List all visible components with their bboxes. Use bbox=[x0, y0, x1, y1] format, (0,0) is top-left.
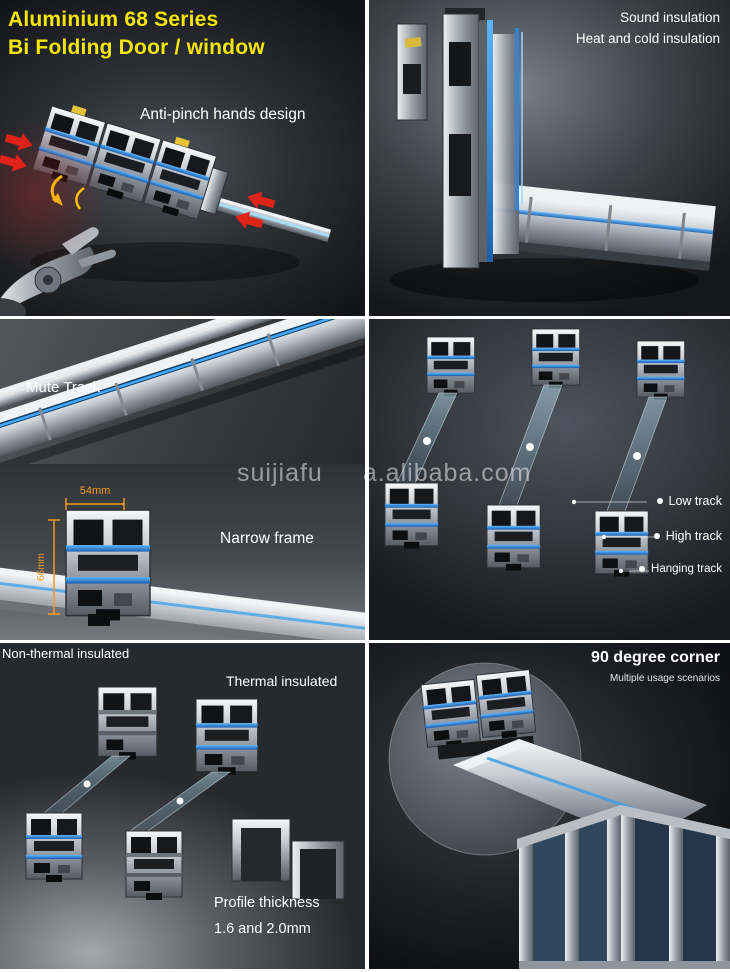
hollow-profile-1 bbox=[231, 818, 291, 882]
thermal-label: Thermal insulated bbox=[226, 673, 338, 689]
corner-illustration bbox=[388, 662, 730, 969]
yellow-curve-arrow-icon bbox=[75, 186, 85, 210]
anti-pinch-label: Anti-pinch hands design bbox=[140, 106, 306, 123]
tracks-illustration bbox=[384, 328, 686, 578]
panel-thermal: Non-thermal insulated Thermal insulated … bbox=[0, 643, 365, 969]
title-line1: Aluminium 68 Series bbox=[8, 8, 219, 31]
non-thermal-profile bbox=[97, 686, 158, 760]
robotic-hand bbox=[0, 227, 116, 316]
height-dimension-label: 66mm bbox=[36, 553, 47, 581]
corner-title: 90 degree corner bbox=[591, 649, 720, 666]
high-track-label: High track bbox=[665, 529, 722, 543]
panel-insulation: Sound insulation Heat and cold insulatio… bbox=[369, 0, 730, 316]
title-line2: Bi Folding Door / window bbox=[8, 35, 265, 59]
thermal-profile bbox=[195, 698, 259, 776]
thermal-illustration bbox=[25, 686, 345, 901]
mute-track-illustration bbox=[0, 319, 365, 464]
width-dimension-label: 54mm bbox=[80, 485, 111, 497]
hollow-profile-2 bbox=[291, 840, 345, 900]
narrow-frame-illustration: 54mm 66mm bbox=[0, 485, 365, 640]
bullet-dot-icon bbox=[639, 566, 646, 572]
yellow-curve-arrow-icon bbox=[50, 174, 63, 203]
panel-tracks: Low track High track Hanging track bbox=[369, 319, 730, 640]
heat-cold-insulation-label: Heat and cold insulation bbox=[575, 30, 720, 46]
height-dimension bbox=[48, 519, 60, 615]
low-track-label: Low track bbox=[668, 494, 723, 508]
non-thermal-label: Non-thermal insulated bbox=[2, 646, 130, 661]
narrow-frame-profile bbox=[65, 509, 151, 622]
callout-leader-lines bbox=[574, 501, 655, 572]
mute-track-label: Mute Track bbox=[26, 379, 101, 396]
sound-insulation-label: Sound insulation bbox=[620, 10, 720, 25]
joint-dot bbox=[176, 797, 184, 805]
track-item-low: Low track bbox=[656, 494, 723, 508]
panel-mute-track: Mute Track bbox=[0, 319, 365, 464]
bullet-dot-icon bbox=[656, 498, 663, 504]
sill-profile bbox=[478, 182, 716, 271]
red-arrow-icon bbox=[0, 150, 30, 176]
insulation-labels: Sound insulation Heat and cold insulatio… bbox=[576, 8, 720, 50]
hanging-track-label: Hanging track bbox=[651, 563, 722, 575]
yellow-arrowhead-icon bbox=[52, 193, 63, 206]
width-dimension bbox=[65, 498, 125, 510]
profile-thickness-value: 1.6 and 2.0mm bbox=[214, 921, 311, 937]
joint-dot bbox=[423, 437, 431, 445]
profile-thickness-label: Profile thickness bbox=[214, 895, 320, 911]
track-item-hanging: Hanging track bbox=[639, 563, 722, 575]
joint-dot bbox=[633, 452, 641, 460]
insulation-illustration bbox=[389, 8, 716, 302]
glazing-bead bbox=[515, 28, 519, 210]
side-profile bbox=[396, 23, 428, 121]
corner-profile-assembly bbox=[420, 669, 537, 760]
corner-subtitle: Multiple usage scenarios bbox=[609, 673, 720, 684]
panel-narrow-frame: 54mm 66mm Narrow frame bbox=[0, 464, 365, 640]
panel-corner: 90 degree corner Multiple usage scenario… bbox=[369, 643, 730, 969]
joint-dot bbox=[526, 443, 534, 451]
narrow-frame-label: Narrow frame bbox=[220, 530, 314, 547]
joint-dot bbox=[83, 780, 91, 788]
track-item-high: High track bbox=[653, 529, 722, 543]
corner-window bbox=[517, 805, 730, 969]
bullet-dot-icon bbox=[653, 533, 660, 539]
panel-anti-pinch: Aluminium 68 Series Bi Folding Door / wi… bbox=[0, 0, 365, 316]
jamb-profile bbox=[442, 8, 519, 269]
main-title: Aluminium 68 Series Bi Folding Door / wi… bbox=[8, 6, 265, 61]
red-arrow-icon bbox=[3, 129, 36, 155]
